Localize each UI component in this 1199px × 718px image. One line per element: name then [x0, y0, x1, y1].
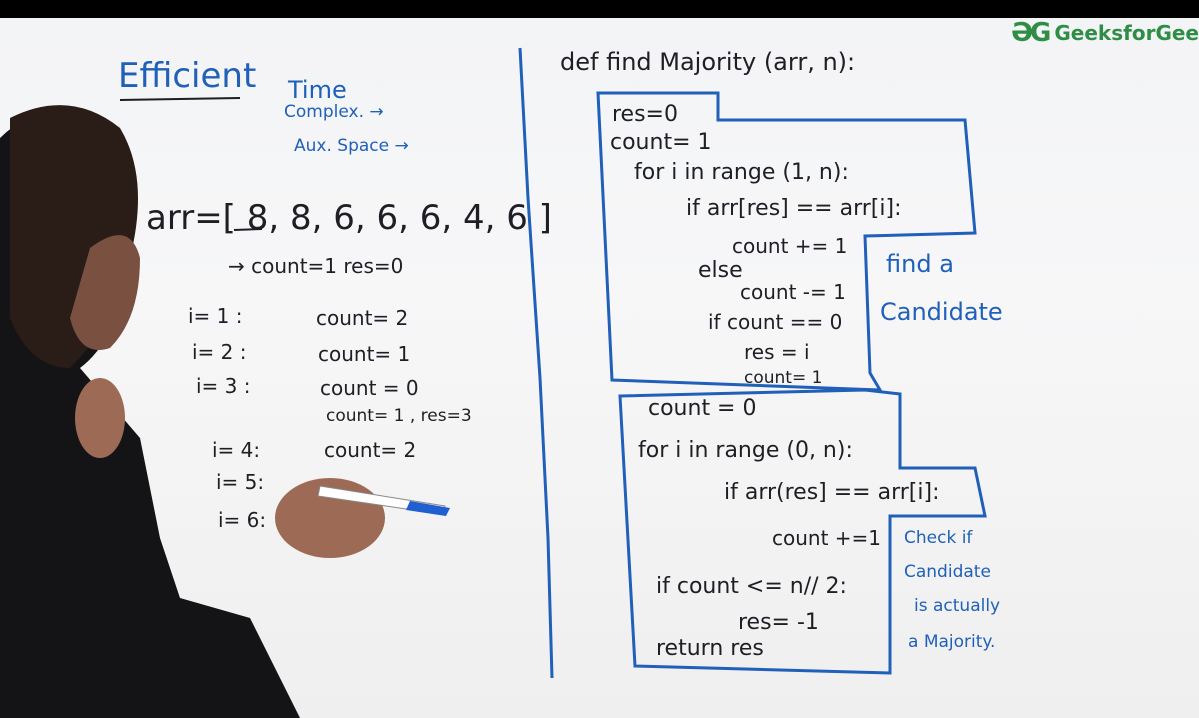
code-line-if2: if arr(res] == arr[i]: [724, 480, 940, 505]
trace-i-3: i= 3 : [196, 374, 251, 398]
code-line-if-half: if count <= n// 2: [656, 574, 847, 599]
time-label: Time [288, 76, 347, 104]
trace-i-4: i= 4: [212, 438, 261, 462]
function-def: def find Majority (arr, n): [560, 48, 856, 76]
code-line-dec: count -= 1 [740, 280, 846, 304]
geeksforgeeks-logo-icon: ƏG [1010, 18, 1051, 48]
whiteboard-drawings [0, 47, 987, 718]
trace-state-2: count= 1 [318, 342, 411, 366]
array-underline [233, 228, 263, 231]
note-majority: a Majority. [908, 632, 996, 652]
array-line: arr=[ 8, 8, 6, 6, 6, 4, 6 ] [146, 198, 552, 238]
trace-i-5: i= 5: [216, 470, 265, 494]
trace-state-3: count = 0 [320, 376, 419, 400]
trace-state-4: count= 2 [324, 438, 417, 462]
center-divider [518, 47, 554, 679]
code-line-else: else [698, 258, 743, 283]
trace-state-3b: count= 1 , res=3 [326, 406, 472, 426]
aux-space-label: Aux. Space → [294, 136, 409, 156]
note-candidate: Candidate [880, 298, 1003, 326]
candidate-box [596, 91, 977, 392]
heading-efficient: Efficient [118, 56, 257, 96]
code-line-for2: for i in range (0, n): [638, 438, 853, 463]
marker-cap [406, 501, 450, 516]
presenter-left-hand [75, 378, 125, 458]
trace-i-6: i= 6: [218, 508, 267, 532]
code-line-count1: count= 1 [610, 130, 712, 155]
logo-text: GeeksforGee [1054, 21, 1199, 45]
whiteboard: ƏG GeeksforGee Efficient Time Complex. →… [0, 18, 1199, 718]
trace-i-2: i= 2 : [192, 340, 247, 364]
note-candidate2: Candidate [904, 562, 991, 582]
trace-i-1: i= 1 : [188, 304, 243, 328]
time-complexity-label: Complex. → [284, 102, 384, 122]
check-box [618, 388, 987, 675]
note-find: find a [886, 250, 954, 278]
code-line-for1: for i in range (1, n): [634, 160, 849, 185]
code-line-inc2: count +=1 [772, 526, 882, 550]
code-line-if-zero: if count == 0 [708, 310, 843, 334]
note-actually: is actually [914, 596, 1001, 616]
note-check: Check if [904, 528, 973, 548]
code-line-res-neg: res= -1 [738, 610, 819, 635]
trace-state-1: count= 2 [316, 306, 409, 330]
code-line-res-i: res = i [744, 340, 810, 364]
efficient-underline [119, 97, 241, 101]
code-line-return: return res [656, 636, 764, 661]
code-line-reset: count= 1 [744, 368, 823, 388]
geeksforgeeks-logo: ƏG GeeksforGee [1011, 18, 1199, 48]
code-line-if1: if arr[res] == arr[i]: [686, 196, 902, 221]
code-line-res0: res=0 [612, 102, 678, 127]
init-line: → count=1 res=0 [228, 254, 404, 278]
presenter-face [70, 235, 140, 350]
code-line-inc: count += 1 [732, 234, 848, 258]
code-line-count0: count = 0 [648, 396, 757, 421]
